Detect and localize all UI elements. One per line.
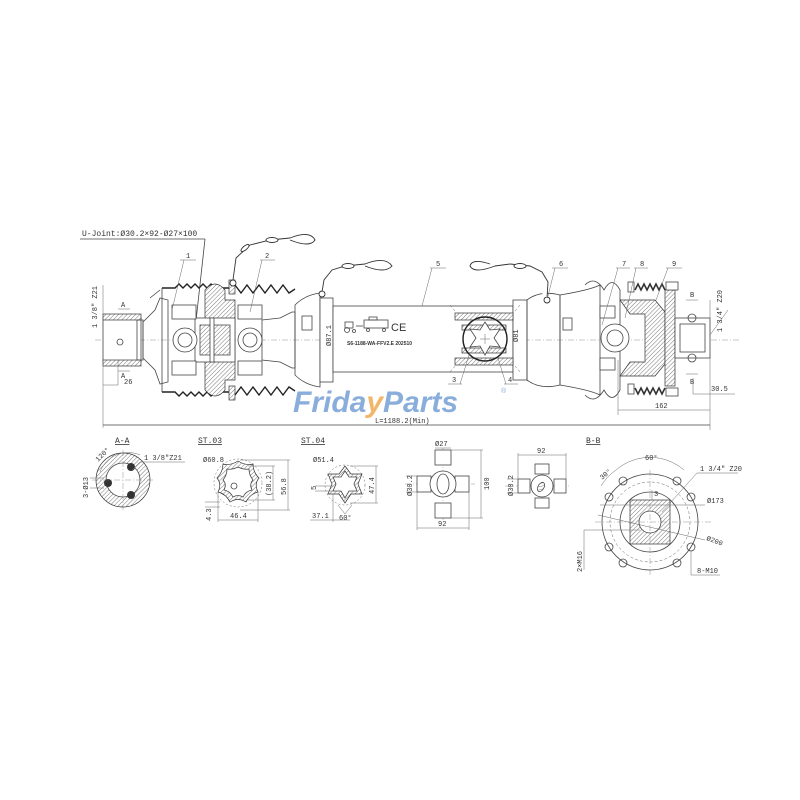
section-st04: ST.04 Ø51.4 47.4 5 37.1 60° <box>301 437 378 523</box>
ce-mark: CE <box>391 322 406 334</box>
watermark-frida: Frida <box>293 386 366 419</box>
bolt-holes <box>604 476 696 568</box>
callout-9: 9 <box>672 261 676 269</box>
overall-length-label: L=1188.2(Min) <box>375 418 430 426</box>
callout-4: 4 <box>508 377 512 385</box>
part-callouts: 1 2 5 6 7 8 9 3 4 <box>171 253 682 385</box>
st04-thickness-label: 5 <box>311 486 319 490</box>
watermark-y: y <box>364 386 384 419</box>
fridayparts-watermark: FridayParts ® <box>293 386 507 419</box>
tube-marking-label: S6-1188-WA-FFV2.E 202510 <box>347 341 412 347</box>
bb-offset-label: 3 <box>654 491 658 499</box>
bb-spline-label: 1 3/4" Z20 <box>700 466 742 474</box>
section-bb-title: B-B <box>586 437 601 446</box>
telescopic-tube: Ø87.1 Ø81 CE S6-1188-WA-FFV2.E 202510 <box>319 297 528 383</box>
ujoint-spec-label: U-Joint:Ø30.2×92-Ø27×100 <box>82 230 197 239</box>
section-b-bottom-mark: B <box>690 379 694 387</box>
st04-height-label: 47.4 <box>369 477 377 494</box>
st04-width-label: 37.1 <box>312 513 329 521</box>
bb-d173-label: Ø173 <box>707 497 724 506</box>
svg-text:FridayParts: FridayParts <box>293 386 458 419</box>
st04-title: ST.04 <box>301 437 325 446</box>
dim-30-5-label: 30.5 <box>711 386 728 394</box>
left-spline-hub: A A <box>102 289 169 385</box>
left-spline-dimension: 1 3/8" Z21 26 <box>92 285 132 428</box>
bb-d200-label: Ø200 <box>705 534 724 548</box>
section-st03: ST.03 Ø60.8 56.8 (38.2) 46.4 4.3 <box>198 437 290 522</box>
ujoint-cross-2: 92 Ø30.2 <box>505 448 570 509</box>
section-a-top-mark: A <box>121 302 126 310</box>
wide-angle-joint <box>171 279 296 401</box>
uj2-width-label: 92 <box>537 448 545 456</box>
right-dimensions: 1 3/4" Z20 30.5 162 <box>617 290 735 430</box>
section-a-a: A-A 120° 1 3/8"Z21 3-Ø13 <box>82 437 185 510</box>
friction-clutch: B B <box>599 281 711 397</box>
left-spline-label: 1 3/8" Z21 <box>92 286 100 328</box>
st03-width-label: 46.4 <box>230 513 247 521</box>
tube-section-detail <box>449 304 521 373</box>
tube-outer-diameter-label: Ø87.1 <box>325 325 334 346</box>
overall-length-dimension: L=1188.2(Min) <box>103 418 710 426</box>
st04-diameter-label: Ø51.4 <box>313 456 334 465</box>
dim-162-label: 162 <box>655 403 668 411</box>
right-spline-label: 1 3/4" Z20 <box>717 290 725 332</box>
callout-3: 3 <box>452 377 456 385</box>
main-assembly-view: U-Joint:Ø30.2×92-Ø27×100 A A 1 3/8" Z21 <box>80 230 740 430</box>
safety-chain-right <box>469 261 549 299</box>
section-b-top-mark: B <box>690 292 694 300</box>
callout-1: 1 <box>186 253 190 261</box>
callout-7: 7 <box>622 261 626 269</box>
tube-inner-diameter-label: Ø81 <box>512 329 521 342</box>
bb-angle-30-label: 30° <box>598 467 613 482</box>
section-b-b: B-B 60° 30° 3 1 3/4" Z20 Ø173 Ø200 2×M16… <box>577 437 742 576</box>
uj1-height-label: 100 <box>484 477 492 490</box>
uj1-cap-label: Ø27 <box>435 440 448 449</box>
tractor-implement-icon <box>344 316 389 333</box>
section-aa-title: A-A <box>115 437 130 446</box>
st03-title: ST.03 <box>198 437 222 446</box>
watermark-parts: Parts <box>383 386 458 419</box>
dim-26-label: 26 <box>124 379 132 387</box>
st03-inner-label: (38.2) <box>266 471 274 496</box>
bb-m10-label: 8-M10 <box>697 568 718 576</box>
safety-chain-middle <box>321 260 393 293</box>
safety-chain-left <box>229 234 316 287</box>
bb-angle-60-label: 60° <box>645 454 658 463</box>
st03-diameter-label: Ø60.8 <box>203 456 224 465</box>
section-a-bottom-mark: A <box>121 373 126 381</box>
uj1-bore-label: Ø30.2 <box>406 475 415 496</box>
guard-cone-left <box>294 290 326 388</box>
callout-2: 2 <box>265 253 269 261</box>
aa-holes-label: 3-Ø13 <box>82 477 91 498</box>
left-guard-cone <box>161 283 296 397</box>
bb-m16-label: 2×M16 <box>577 551 585 572</box>
uj2-bore-label: Ø30.2 <box>507 475 516 496</box>
callout-6: 6 <box>559 261 563 269</box>
registered-mark: ® <box>501 387 507 395</box>
st04-angle-label: 60° <box>339 514 352 523</box>
callout-5: 5 <box>436 261 440 269</box>
ujoint-annotation: U-Joint:Ø30.2×92-Ø27×100 <box>80 230 206 331</box>
uj1-width-label: 92 <box>438 521 446 529</box>
st03-height-label: 56.8 <box>281 478 289 495</box>
aa-spline-label: 1 3/8"Z21 <box>144 455 182 463</box>
st03-thickness-label: 4.3 <box>206 508 214 521</box>
callout-8: 8 <box>640 261 644 269</box>
ujoint-cross-1: Ø27 100 92 Ø30.2 <box>405 440 492 530</box>
